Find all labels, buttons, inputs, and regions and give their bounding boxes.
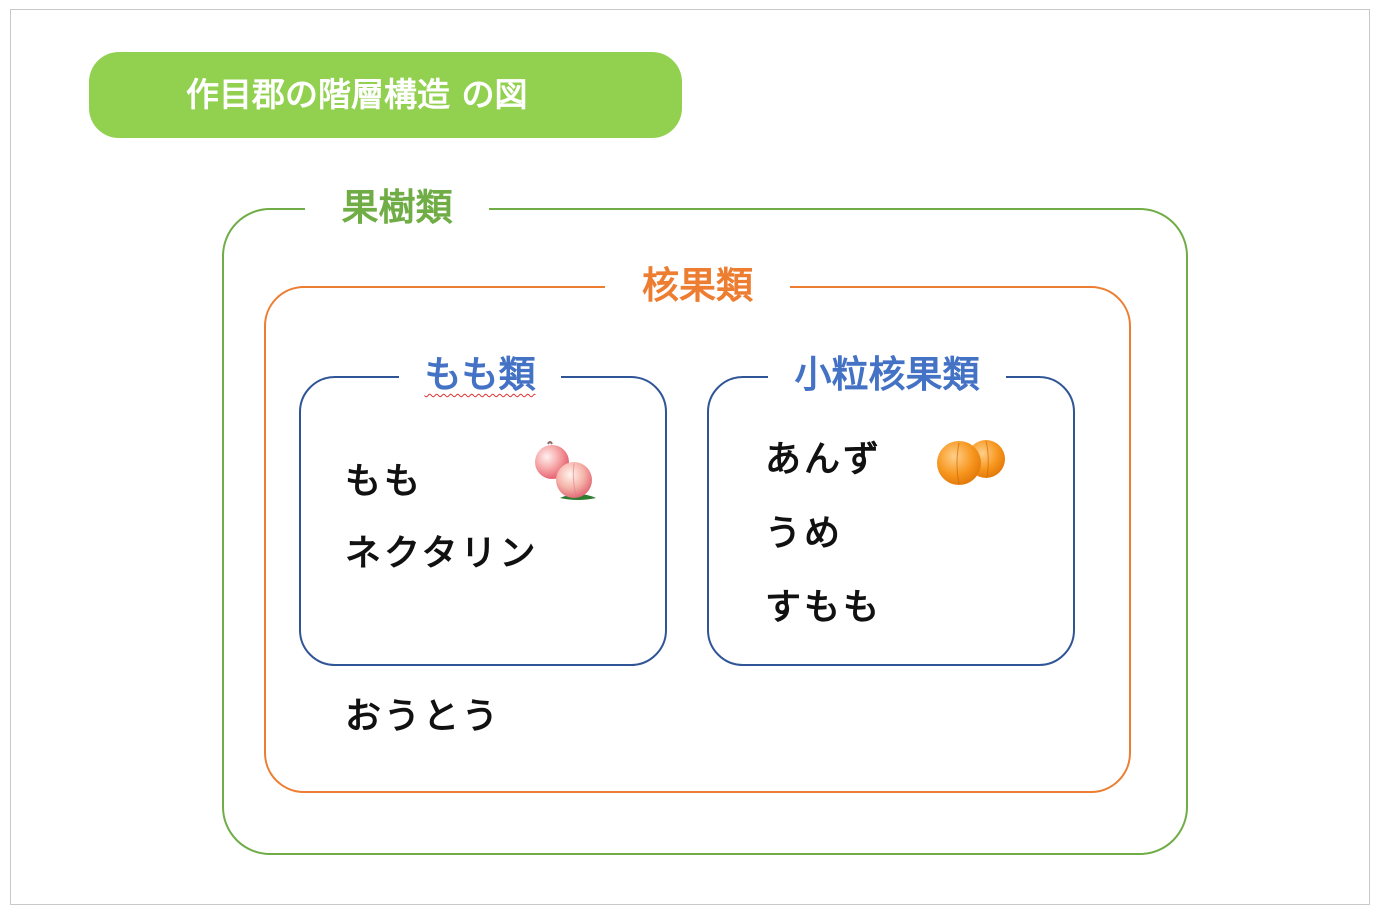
diagram-title: 作目郡の階層構造 の図 <box>186 75 528 114</box>
title-banner <box>89 52 682 138</box>
peach-group-label-text: もも類 <box>424 353 536 396</box>
small-stone-fruits-label: 小粒核果類 <box>768 351 1006 399</box>
list-item-sumomo: すもも <box>765 587 883 628</box>
stone-fruits-label: 核果類 <box>605 262 790 310</box>
peach-icon <box>535 441 596 500</box>
peach-group-label: もも類 <box>399 351 561 399</box>
list-item-momo: もも <box>345 461 424 502</box>
apricot-icon <box>937 440 1005 485</box>
small-stone-fruits-group <box>707 376 1075 666</box>
list-item-nectarine: ネクタリン <box>345 533 539 574</box>
diagram-frame <box>10 9 1370 905</box>
list-item-anzu: あんず <box>765 439 883 480</box>
peach-group <box>299 376 667 666</box>
fruit-trees-label: 果樹類 <box>305 184 489 232</box>
list-item-ume: うめ <box>765 513 844 554</box>
list-item-outou: おうとう <box>345 696 502 737</box>
fruit-trees-group <box>222 208 1188 855</box>
